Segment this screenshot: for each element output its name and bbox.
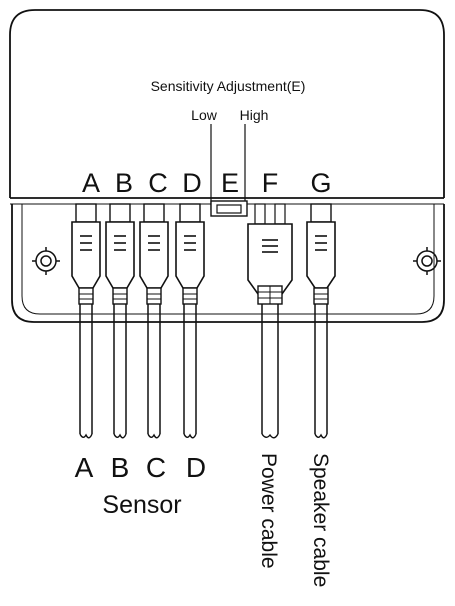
port-label-b: B <box>115 168 133 198</box>
sensor-plug-c <box>139 203 169 305</box>
sensitivity-high-label: High <box>240 107 269 123</box>
power-cable <box>261 304 279 439</box>
sensitivity-low-label: Low <box>191 107 218 123</box>
sensor-plug-a <box>71 203 101 305</box>
port-label-a: A <box>82 168 100 198</box>
sensitivity-title: Sensitivity Adjustment(E) <box>151 78 306 94</box>
sensor-cable-c <box>147 304 161 439</box>
port-label-f: F <box>262 168 279 198</box>
device-housing-bottom-inner <box>21 204 435 315</box>
port-label-g: G <box>310 168 331 198</box>
sensor-cables <box>79 304 197 439</box>
sensor-plug-b <box>105 203 135 305</box>
mounting-hole-left <box>32 247 60 275</box>
port-label-e: E <box>221 168 239 198</box>
speaker-plug <box>306 203 336 305</box>
sensor-label: Sensor <box>102 491 181 519</box>
sensor-plug-d <box>175 203 205 305</box>
sensor-letter-c: C <box>146 452 166 483</box>
sensor-cable-d <box>183 304 197 439</box>
device-housing-bottom <box>11 204 445 323</box>
sensor-letter-a: A <box>75 452 94 483</box>
power-cable-label: Power cable <box>257 453 280 569</box>
port-label-c: C <box>148 168 168 198</box>
power-plug <box>247 203 293 305</box>
sensor-plugs <box>71 203 205 305</box>
speaker-cable <box>314 304 328 439</box>
sensitivity-knob <box>210 200 248 217</box>
sensor-letter-b: B <box>111 452 130 483</box>
port-label-d: D <box>182 168 202 198</box>
speaker-cable-label: Speaker cable <box>309 453 332 587</box>
device-housing-top <box>9 9 445 198</box>
sensor-cable-b <box>113 304 127 439</box>
sensor-cable-a <box>79 304 93 439</box>
mounting-hole-right <box>413 247 441 275</box>
sensor-letter-d: D <box>186 452 206 483</box>
